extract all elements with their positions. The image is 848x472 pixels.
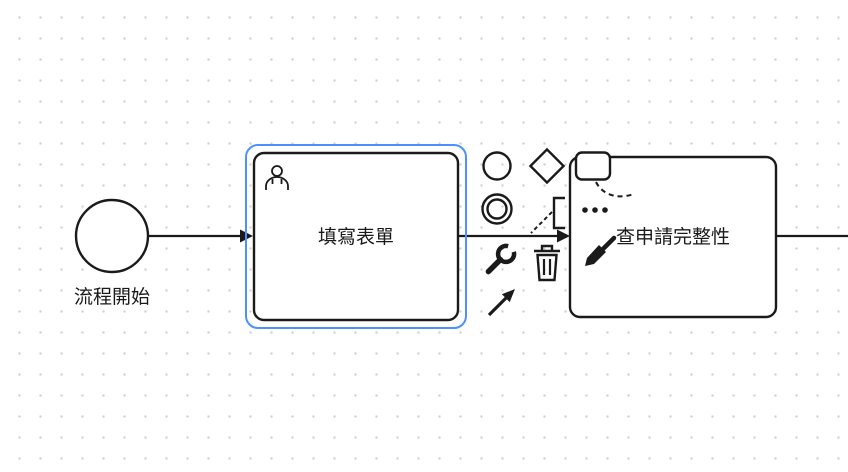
connect-arrow-icon xyxy=(487,289,515,317)
intermediate-event-icon xyxy=(481,193,513,225)
append-preview-arc-icon xyxy=(595,181,635,198)
sequence-flow-2[interactable] xyxy=(458,229,570,243)
wrench-icon xyxy=(485,243,517,275)
user-task-fill-form[interactable]: 填寫表單 xyxy=(252,151,460,322)
start-event[interactable]: 流程開始 xyxy=(74,198,150,308)
task-icon xyxy=(574,151,612,181)
context-pad[interactable] xyxy=(481,147,635,317)
task-label: 查申請完整性 xyxy=(616,226,730,248)
task-check-application[interactable]: 查申請完整性 xyxy=(568,155,778,319)
association-dash-icon xyxy=(530,211,553,234)
context-pad-change-element[interactable] xyxy=(483,243,517,277)
context-pad-append-text-annotation[interactable] xyxy=(530,196,565,234)
selection-outline xyxy=(245,144,467,329)
context-pad-delete[interactable] xyxy=(534,244,560,282)
context-pad-set-color[interactable] xyxy=(585,235,617,266)
text-annotation-icon xyxy=(552,196,565,230)
context-pad-append-end-event[interactable] xyxy=(482,151,512,181)
context-pad-append-element[interactable] xyxy=(582,207,608,213)
ellipsis-icon xyxy=(582,207,608,213)
task-label: 填寫表單 xyxy=(318,226,394,248)
context-pad-connect[interactable] xyxy=(487,289,515,317)
context-pad-append-task[interactable] xyxy=(574,151,635,198)
intermediate-event-inner-icon xyxy=(486,198,508,220)
brush-icon xyxy=(585,235,617,266)
context-pad-append-gateway[interactable] xyxy=(528,147,566,185)
user-task-icon xyxy=(265,165,289,190)
end-event-icon xyxy=(482,151,512,181)
gateway-icon xyxy=(528,147,566,185)
start-event-label[interactable]: 流程開始 xyxy=(74,286,150,308)
trash-icon xyxy=(534,244,560,282)
context-pad-append-intermediate-event[interactable] xyxy=(481,193,513,225)
flow-arrowhead-icon xyxy=(557,229,570,243)
task-rect[interactable] xyxy=(252,151,460,322)
start-event-circle[interactable] xyxy=(74,198,150,274)
sequence-flow-1[interactable] xyxy=(148,229,254,243)
